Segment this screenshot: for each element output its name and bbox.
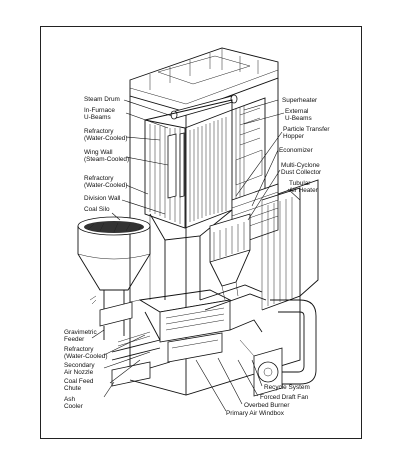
boiler-structure <box>77 47 319 412</box>
label-refractory-mid: Refractory(Water-Cooled) <box>84 175 127 189</box>
labels-bottom: Recycle System Forced Draft Fan Overbed … <box>226 384 310 417</box>
label-division-wall: Division Wall <box>84 195 120 202</box>
label-refractory-upper: Refractory(Water-Cooled) <box>84 128 127 142</box>
recycle-fan-shape <box>229 299 317 397</box>
leader-lines-right <box>235 99 301 221</box>
label-coal-silo: Coal Silo <box>84 206 110 213</box>
furnace-shape <box>144 99 245 241</box>
label-recycle-system: Recycle System <box>264 384 310 391</box>
label-economizer: Economizer <box>279 147 314 154</box>
label-refractory-lower: Refractory(Water-Cooled) <box>64 346 107 360</box>
label-primary-air-windbox: Primary Air Windbox <box>226 410 285 417</box>
label-wing-wall: Wing Wall(Steam-Cooled) <box>84 149 129 163</box>
steam-drum-shape <box>170 94 238 120</box>
label-superheater: Superheater <box>282 97 318 104</box>
figure-frame <box>40 26 362 439</box>
label-steam-drum: Steam Drum <box>84 96 120 103</box>
label-forced-draft-fan: Forced Draft Fan <box>260 394 309 401</box>
backpass-shape <box>209 97 319 311</box>
leader-lines-left <box>91 99 173 398</box>
label-overbed-burner: Overbed Burner <box>244 402 290 409</box>
coal-silo-shape <box>77 216 151 340</box>
leader-lines-bottom <box>195 357 263 412</box>
lower-furnace-shape <box>111 214 301 396</box>
